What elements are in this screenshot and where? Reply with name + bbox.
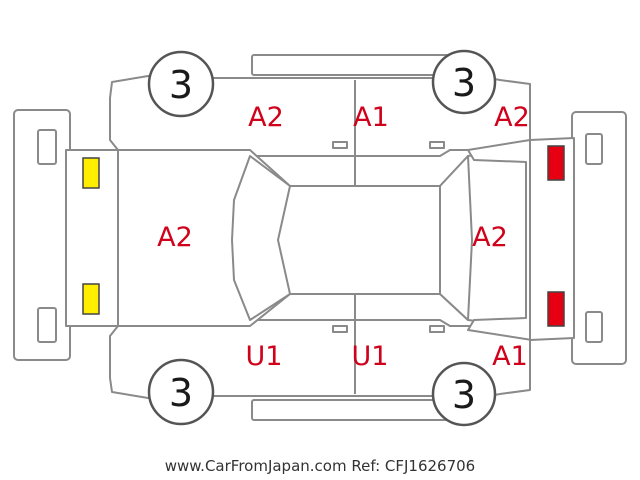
left-roof-rail bbox=[251, 54, 453, 76]
trunk-lid-damage-code: A2 bbox=[472, 222, 508, 253]
rear-left-quarter-damage-code: A2 bbox=[494, 102, 530, 133]
wheel-front-right-grade: 3 bbox=[169, 371, 193, 415]
front-lamp-top-icon bbox=[82, 157, 100, 189]
wheel-front-right: 3 bbox=[147, 358, 215, 426]
hood-damage-code: A2 bbox=[157, 222, 193, 253]
wheel-rear-right-grade: 3 bbox=[452, 373, 476, 417]
front-lamp-bottom-icon bbox=[82, 283, 100, 315]
rear-bumper bbox=[571, 111, 627, 365]
rear-lamp-top-icon bbox=[547, 145, 565, 181]
rear-lamp-bottom-icon bbox=[547, 291, 565, 327]
rear-right-quarter-damage-code: A1 bbox=[492, 341, 528, 372]
wheel-rear-left: 3 bbox=[431, 49, 497, 115]
front-bumper bbox=[13, 109, 71, 361]
top-view-body bbox=[65, 137, 575, 341]
wheel-front-left-grade: 3 bbox=[169, 63, 193, 107]
front-left-fender-damage-code: A2 bbox=[248, 102, 284, 133]
front-right-door-damage-code: U1 bbox=[246, 341, 283, 372]
wheel-rear-right: 3 bbox=[431, 361, 497, 427]
right-roof-rail bbox=[251, 399, 453, 421]
watermark-footer: www.CarFromJapan.com Ref: CFJ1626706 bbox=[164, 457, 476, 475]
front-left-door-damage-code: A1 bbox=[353, 102, 389, 133]
wheel-front-left: 3 bbox=[147, 50, 215, 118]
rear-right-door-damage-code: U1 bbox=[352, 341, 389, 372]
wheel-rear-left-grade: 3 bbox=[452, 61, 476, 105]
